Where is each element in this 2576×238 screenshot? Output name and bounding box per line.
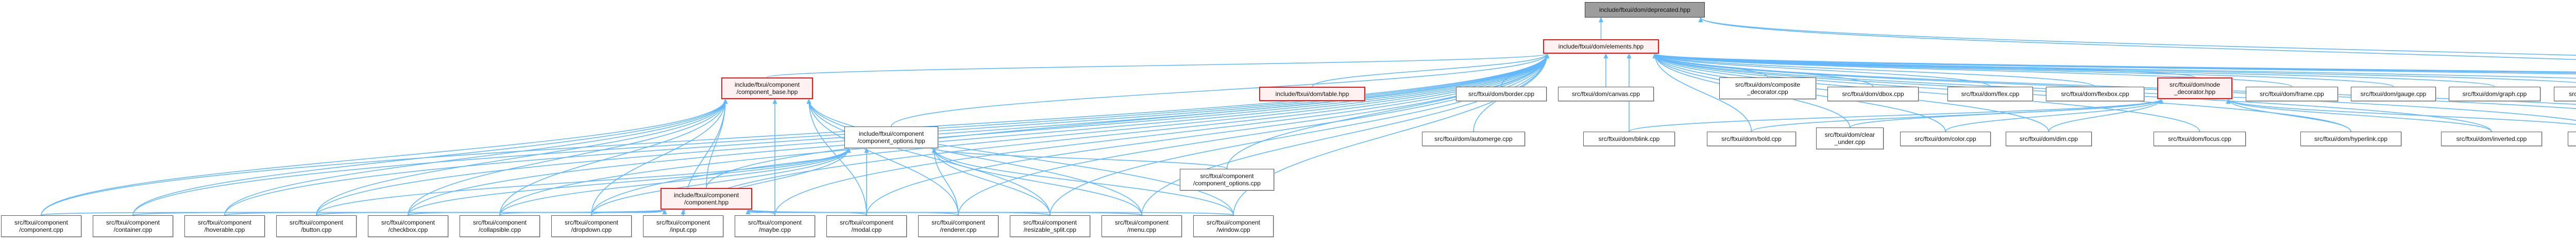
edge-component_options_cpp-to-component_options_hpp	[931, 148, 1228, 169]
graph-node-flexbox[interactable]: src/ftxui/dom/flexbox.cpp	[2046, 87, 2144, 101]
edge-graph-to-elements	[1653, 53, 2495, 87]
graph-node-c_button[interactable]: src/ftxui/component /button.cpp	[276, 215, 357, 237]
graph-node-c_dropdown[interactable]: src/ftxui/component /dropdown.cpp	[551, 215, 632, 237]
graph-node-clear_under[interactable]: src/ftxui/dom/clear _under.cpp	[1816, 128, 1884, 149]
edge-inverted-to-node_decorator	[2226, 99, 2492, 132]
edge-c_button-to-component_options_hpp	[316, 148, 851, 216]
edge-c_maybe-to-elements	[774, 53, 1550, 216]
edge-focus-to-elements	[1652, 53, 2200, 132]
edge-c_collapsible-to-component_options_hpp	[499, 148, 851, 216]
edge-c_button-to-component_base	[316, 99, 728, 216]
graph-node-c_menu[interactable]: src/ftxui/component /menu.cpp	[1101, 215, 1182, 237]
edge-c_resizable_split-to-elements	[1049, 53, 1550, 216]
graph-node-dim[interactable]: src/ftxui/dom/dim.cpp	[2006, 132, 2092, 146]
edge-c_renderer-to-elements	[958, 53, 1550, 216]
edge-component_base-to-elements	[767, 53, 1549, 78]
graph-node-table[interactable]: include/ftxui/dom/table.hpp	[1259, 87, 1365, 101]
graph-node-c_component[interactable]: src/ftxui/component /component.cpp	[1, 215, 81, 237]
graph-node-border[interactable]: src/ftxui/dom/border.cpp	[1456, 87, 1547, 101]
edge-c_collapsible-to-elements	[499, 53, 1550, 216]
edge-component_options_hpp-to-elements	[891, 53, 1550, 127]
graph-node-component_options_hpp[interactable]: include/ftxui/component /component_optio…	[844, 126, 938, 148]
edge-c_window-to-component_hpp	[746, 209, 1234, 216]
edge-c_modal-to-elements	[866, 53, 1550, 216]
edge-c_container-to-component_base	[132, 99, 728, 216]
edge-gauge-to-elements	[1652, 53, 2394, 87]
edge-c_component-to-component_base	[41, 99, 728, 216]
graph-node-c_maybe[interactable]: src/ftxui/component /maybe.cpp	[735, 215, 815, 237]
edge-c_resizable_split-to-component_base	[806, 99, 1050, 216]
graph-node-hyperlink[interactable]: src/ftxui/dom/hyperlink.cpp	[2300, 132, 2401, 146]
graph-node-flex[interactable]: src/ftxui/dom/flex.cpp	[1947, 87, 2033, 101]
edge-c_component-to-elements	[41, 53, 1550, 216]
edge-c_dropdown-to-elements	[591, 53, 1550, 216]
graph-node-c_resizable_split[interactable]: src/ftxui/component /resizable_split.cpp	[1010, 215, 1090, 237]
edge-clear_under-to-node_decorator	[1849, 99, 2164, 128]
edge-c_dropdown-to-component_options_hpp	[591, 148, 851, 216]
graph-node-component_base[interactable]: include/ftxui/component /component_base.…	[721, 77, 813, 99]
edge-c_menu-to-elements	[1141, 53, 1550, 216]
graph-node-blink[interactable]: src/ftxui/dom/blink.cpp	[1583, 132, 1675, 146]
edge-c_renderer-to-component_options_hpp	[931, 148, 959, 216]
graph-node-c_hoverable[interactable]: src/ftxui/component /hoverable.cpp	[184, 215, 265, 237]
edge-c_dropdown-to-component_hpp	[591, 209, 667, 216]
graph-node-node_decorator[interactable]: src/ftxui/dom/node _decorator.hpp	[2157, 77, 2232, 99]
edge-c_input-to-elements	[683, 53, 1550, 216]
edge-c_checkbox-to-elements	[408, 53, 1550, 216]
graph-node-component_hpp[interactable]: include/ftxui/component /component.hpp	[660, 188, 752, 210]
edge-c_menu-to-component_options_hpp	[931, 148, 1142, 216]
graph-node-inverted[interactable]: src/ftxui/dom/inverted.cpp	[2441, 132, 2542, 146]
graph-node-gridbox[interactable]: src/ftxui/dom/gridbox.cpp	[2554, 87, 2576, 101]
graph-node-automerge[interactable]: src/ftxui/dom/automerge.cpp	[1422, 132, 1525, 146]
edge-node_decorator-to-elements	[1652, 53, 2195, 78]
graph-node-composite_decorator[interactable]: src/ftxui/dom/composite _decorator.cpp	[1719, 77, 1816, 99]
edge-c_renderer-to-component_base	[806, 99, 959, 216]
graph-node-frame[interactable]: src/ftxui/dom/frame.cpp	[2246, 87, 2338, 101]
graph-node-c_collapsible[interactable]: src/ftxui/component /collapsible.cpp	[460, 215, 540, 237]
edge-text-to-deprecated	[1698, 17, 2576, 56]
graph-node-focus[interactable]: src/ftxui/dom/focus.cpp	[2154, 132, 2246, 146]
graph-node-c_input[interactable]: src/ftxui/component /input.cpp	[643, 215, 723, 237]
edge-dim-to-node_decorator	[2048, 99, 2164, 132]
edge-color-to-node_decorator	[1945, 99, 2164, 132]
edge-italic-to-node_decorator	[2226, 99, 2576, 125]
graph-node-dbox[interactable]: src/ftxui/dom/dbox.cpp	[1827, 87, 1919, 101]
graph-node-deprecated: include/ftxui/dom/deprecated.hpp	[1585, 2, 1705, 18]
edge-c_dropdown-to-component_base	[591, 99, 728, 216]
edge-c_checkbox-to-component_options_hpp	[408, 148, 851, 216]
edge-c_checkbox-to-component_base	[408, 99, 728, 216]
edge-hyperlink-to-node_decorator	[2226, 99, 2351, 132]
edge-c_resizable_split-to-component_options_hpp	[931, 148, 1050, 216]
graph-node-graph[interactable]: src/ftxui/dom/graph.cpp	[2449, 87, 2540, 101]
edge-bold-to-elements	[1652, 53, 1752, 132]
edge-flexbox-to-elements	[1652, 53, 2096, 87]
edge-blink-to-node_decorator	[1629, 99, 2164, 132]
edge-text-to-elements	[1653, 53, 2576, 73]
graph-node-c_renderer[interactable]: src/ftxui/component /renderer.cpp	[918, 215, 998, 237]
edge-table-to-elements	[1312, 53, 1550, 87]
graph-node-c_container[interactable]: src/ftxui/component /container.cpp	[93, 215, 173, 237]
graph-node-gauge[interactable]: src/ftxui/dom/gauge.cpp	[2351, 87, 2436, 101]
edge-c_window-to-component_base	[806, 99, 1234, 216]
graph-node-c_modal[interactable]: src/ftxui/component /modal.cpp	[826, 215, 907, 237]
edge-component_options_cpp-to-elements	[1226, 53, 1550, 169]
graph-node-c_checkbox[interactable]: src/ftxui/component /checkbox.cpp	[368, 215, 448, 237]
graph-node-elements[interactable]: include/ftxui/dom/elements.hpp	[1543, 39, 1659, 54]
graph-node-component_options_cpp[interactable]: src/ftxui/component /component_options.c…	[1180, 169, 1274, 191]
edge-c_menu-to-component_base	[806, 99, 1142, 216]
edge-c_collapsible-to-component_hpp	[499, 209, 667, 216]
edge-paragraph-to-deprecated	[1698, 17, 2576, 60]
graph-node-c_window[interactable]: src/ftxui/component /window.cpp	[1193, 215, 1274, 237]
edge-c_container-to-elements	[132, 53, 1550, 216]
edge-frame-to-elements	[1652, 53, 2293, 87]
edge-c_window-to-component_options_hpp	[931, 148, 1234, 216]
graph-node-canvas[interactable]: src/ftxui/dom/canvas.cpp	[1558, 87, 1654, 101]
graph-node-bold[interactable]: src/ftxui/dom/bold.cpp	[1707, 132, 1796, 146]
edge-c_collapsible-to-component_base	[499, 99, 728, 216]
edge-bold-to-node_decorator	[1751, 99, 2164, 132]
edge-c_hoverable-to-component_base	[224, 99, 728, 216]
graph-node-italic[interactable]: src/ftxui/dom/italic.cpp	[2568, 132, 2576, 146]
graph-node-color[interactable]: src/ftxui/dom/color.cpp	[1900, 132, 1991, 146]
